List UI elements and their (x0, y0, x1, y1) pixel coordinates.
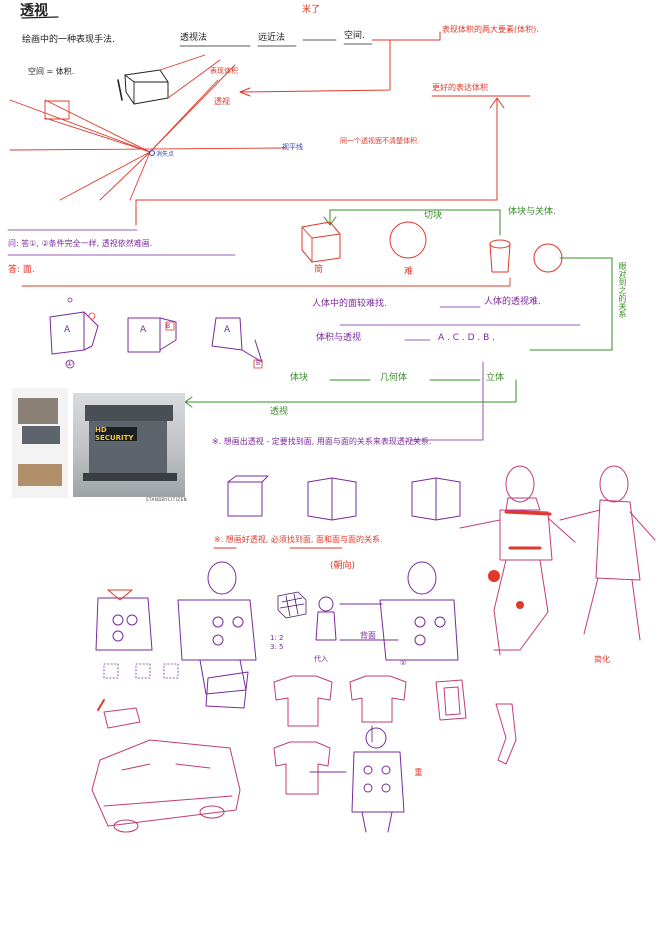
photo-caption: STANDBYCITIZEN (146, 497, 188, 502)
line1-left: 绘画中的一种表现手法. (22, 35, 115, 45)
solid: 立体 (486, 373, 505, 383)
num-2: ② (400, 659, 407, 667)
top-center: 米了 (302, 5, 321, 15)
line1-c: 空间. (344, 31, 365, 41)
simple: 简 (314, 265, 324, 275)
horizon: 视平线 (282, 143, 303, 151)
human-persp: 人体的透视难. (484, 297, 541, 307)
basis-top-right: 表现体积的两大要素(体积). (442, 25, 539, 34)
space-volume: 空间 = 体积. (28, 67, 75, 76)
slice: 切块 (424, 211, 443, 221)
tag-b-1: B (166, 323, 171, 330)
face-label-a-2: A (140, 325, 147, 335)
line1-a: 透视法 (180, 33, 208, 43)
nums-left: 1: 2 3: 5 (270, 634, 284, 652)
face-label-a-3: A (224, 325, 231, 335)
look-right: 眼对到之的关系 (618, 262, 627, 318)
tag-b-2: B (256, 360, 261, 367)
stick-cylinder: 体块与关体. (508, 207, 556, 217)
face-label-a-1: A (64, 325, 71, 335)
issue-line: 问: 答①, ②条件完全一样, 透视依然难画. (8, 239, 153, 248)
vanish: 消失点 (156, 151, 175, 158)
heavy: 重 (414, 768, 423, 776)
booth-sign: HD SECURITY (95, 426, 137, 442)
want-good: ※. 想画好透视, 必须找到面, 面和面与面的关系. (214, 535, 383, 544)
answer-face: 答: 面. (8, 265, 35, 275)
booth-photo-side (12, 388, 68, 498)
line1-b: 远近法 (258, 33, 286, 43)
hard: 难 (404, 267, 414, 277)
push-in: 代入 (314, 655, 328, 663)
human-face: 人体中的面较难找. (312, 299, 387, 309)
perspective-red: 透视 (214, 97, 230, 106)
perspective-green: 透视 (270, 407, 289, 417)
orientation: (朝向) (330, 561, 356, 571)
same-plane: 同一个透视面不清楚体积. (340, 137, 420, 145)
want-persp: ※. 想画出透视 - 定要找到面, 用面与面的关系来表现透视关系. (212, 437, 432, 446)
simplify: 简化 (594, 655, 610, 664)
better-volume: 更好的表达体积 (432, 83, 488, 92)
abcd: A . C . D . B . (438, 333, 496, 343)
geometry: 几何体 (380, 373, 408, 383)
num-1: ① (66, 359, 74, 368)
title: 透视 (20, 3, 48, 19)
show-volume: 表现体积 (210, 67, 238, 75)
volume-persp: 体积与透视 (316, 333, 362, 343)
booth-photo-main: HD SECURITY (73, 393, 185, 497)
back-face: 背面 (360, 631, 376, 640)
body-block: 体块 (290, 373, 309, 383)
